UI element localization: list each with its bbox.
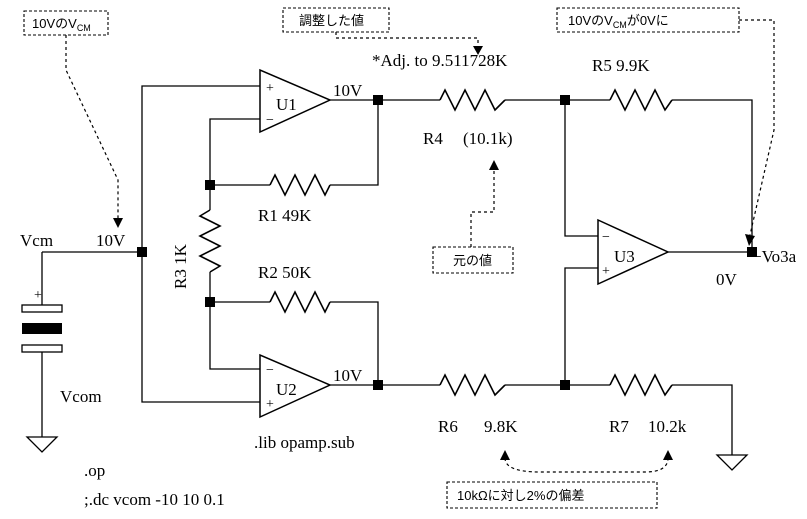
lib-directive: .lib opamp.sub [254, 433, 355, 452]
callout-leader [504, 457, 669, 473]
junction-u1-out [373, 95, 383, 105]
pin-minus: − [266, 113, 274, 128]
pin-plus: + [266, 397, 274, 412]
resistor-label-r1: R1 49K [258, 206, 312, 225]
ground-symbol [715, 454, 749, 471]
callout-vcm-output: 10VのVCMが0Vに [568, 13, 669, 30]
u1-output-voltage: 10V [333, 81, 363, 100]
arrowhead [745, 234, 755, 246]
junction-r2-left [205, 297, 215, 307]
junction-u2-out [373, 380, 383, 390]
resistor-r3 [198, 209, 222, 273]
opamp-label-u2: U2 [276, 380, 297, 399]
ground-symbol [25, 436, 59, 453]
callout-leader [739, 19, 775, 236]
input-voltage-label: 10V [96, 231, 126, 250]
net-label-vcm: Vcm [20, 231, 53, 250]
resistor-label-r7: R7 [609, 417, 629, 436]
resistor-value-r7: 10.2k [648, 417, 687, 436]
resistor-r4 [439, 88, 506, 112]
opamp-u3: − + U3 [597, 218, 670, 286]
output-net-label-vo3a: −Vo3a [752, 247, 797, 266]
arrowhead [113, 218, 123, 228]
resistor-r6 [439, 373, 506, 397]
voltage-source-vcom [21, 304, 63, 357]
pin-plus: + [266, 81, 274, 96]
dc-directive: ;.dc vcom -10 10 0.1 [84, 490, 225, 509]
junction-vo3a [747, 247, 757, 257]
resistor-value-r6: 9.8K [484, 417, 518, 436]
opamp-u1: + − U1 [259, 68, 332, 134]
callout-box-vcm-output [556, 7, 740, 33]
battery-plus-sign: + [34, 288, 42, 303]
resistor-r2 [269, 290, 331, 314]
callout-leader [65, 35, 119, 218]
arrowhead [473, 46, 483, 55]
callout-original-value: 元の値 [453, 253, 492, 268]
resistor-label-r3: R3 1K [171, 243, 190, 289]
arrowhead [663, 450, 673, 460]
arrowhead [500, 450, 510, 460]
u2-output-voltage: 10V [333, 366, 363, 385]
resistor-label-r6: R6 [438, 417, 458, 436]
r4-original-value: (10.1k) [463, 129, 513, 148]
pin-plus: + [602, 264, 610, 279]
pin-minus: − [602, 230, 610, 245]
junction-r6-r7 [560, 380, 570, 390]
opamp-u2: − + U2 [259, 353, 332, 419]
resistor-label-r5: R5 9.9K [592, 56, 650, 75]
op-directive: .op [84, 461, 105, 480]
callout-adjusted-value: 調整した値 [299, 13, 364, 28]
junction-dots [137, 95, 757, 390]
callout-box-original [432, 246, 514, 274]
resistors [198, 88, 673, 397]
opamp-label-u1: U1 [276, 95, 297, 114]
resistor-r1 [269, 173, 331, 197]
callout-leader [470, 168, 495, 247]
output-voltage-label: 0V [716, 270, 738, 289]
callout-leader [335, 32, 479, 48]
wires [41, 85, 753, 455]
resistor-label-r4: R4 [423, 129, 443, 148]
net-label-vcom: Vcom [60, 387, 102, 406]
labels: + Vcm 10V Vcom 10V 10V R1 49K R2 50K R3 … [20, 51, 797, 509]
arrowhead [489, 160, 499, 170]
junction-r1-left [205, 180, 215, 190]
callout-box-adjusted [282, 7, 390, 33]
callouts: 10VのVCM 調整した値 10VのVCMが0Vに 元の値 10kΩに対し2%の… [23, 7, 775, 509]
callout-box-deviation [446, 481, 658, 509]
resistor-label-r2: R2 50K [258, 263, 312, 282]
callout-deviation: 10kΩに対し2%の偏差 [457, 488, 584, 503]
r4-adjusted-value: *Adj. to 9.511728K [372, 51, 508, 70]
resistor-r5 [609, 88, 673, 112]
junction-input [137, 247, 147, 257]
junction-r4-r5 [560, 95, 570, 105]
callout-box-vcm-input [23, 10, 109, 36]
pin-minus: − [266, 363, 274, 378]
callout-vcm-input: 10VのVCM [32, 16, 91, 33]
opamp-label-u3: U3 [614, 247, 635, 266]
resistor-r7 [609, 373, 673, 397]
